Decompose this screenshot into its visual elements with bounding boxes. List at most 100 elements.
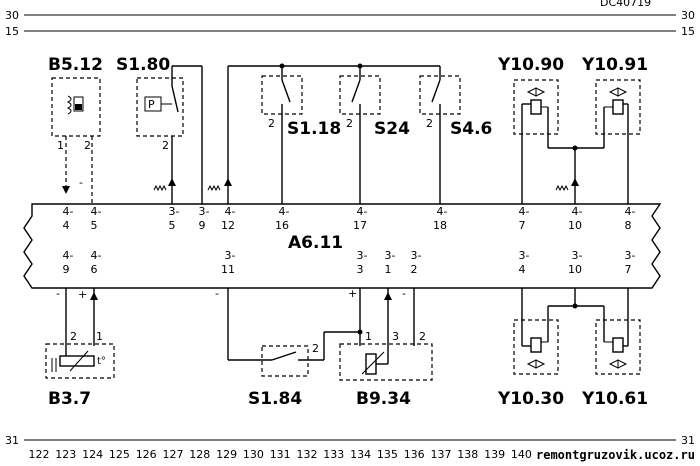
b3-7-label: B3.7 [48,389,91,409]
scale-number: 128 [189,448,210,461]
bottom-connector-pin: 9 [63,263,70,276]
y10-91-label: Y10.91 [581,55,648,75]
scale-number: 138 [457,448,478,461]
s1-18-label: S1.18 [287,119,341,139]
svg-text:31: 31 [681,434,695,447]
scale-number: 140 [511,448,532,461]
scale-number: 130 [243,448,264,461]
svg-text:-: - [79,176,83,189]
top-connector-pin: 17 [353,219,367,232]
svg-text:30: 30 [5,9,19,22]
scale-number: 134 [350,448,371,461]
svg-text:2: 2 [426,117,433,130]
top-connector-pin: 8 [625,219,632,232]
bottom-connector-pin: 2 [411,263,418,276]
component-s1-18: 2 S1.18 [261,66,341,204]
top-connector-pin: 5 [169,219,176,232]
component-s4-6: 2 S4.6 [419,66,492,204]
component-y10-91: Y10.91 [581,55,648,204]
top-connector-block: 4- [91,205,102,218]
s24-label: S24 [374,119,410,139]
scale-number: 123 [55,448,76,461]
component-s24: 2 S24 [339,66,410,204]
y10-61-label: Y10.61 [581,389,648,409]
s1-80-label: S1.80 [116,55,170,75]
bottom-connector-block: 3- [572,249,583,262]
top-connector-pin: 12 [221,219,235,232]
svg-text:P: P [148,98,155,111]
scale-number: 132 [297,448,318,461]
bottom-connector-pin: 11 [221,263,235,276]
scale-number: 135 [377,448,398,461]
y10-30-label: Y10.30 [497,389,564,409]
bottom-connector-block: 4- [63,249,74,262]
top-connector-block: 4- [572,205,583,218]
bottom-connector-pin: 3 [357,263,364,276]
component-y10-30: Y10.30 [497,288,564,409]
bottom-connector-block: 3- [411,249,422,262]
bottom-connector-block: 3- [519,249,530,262]
module-bottom-connectors: 4-94-63-113-33-13-23-43-103-7 [63,249,636,276]
s4-6-label: S4.6 [450,119,492,139]
component-s1-84: - 2 S1.84 [215,287,363,409]
y10-bottom-common [548,288,604,309]
svg-text:1: 1 [96,330,103,343]
svg-text:t°: t° [97,356,106,367]
svg-text:3: 3 [392,330,399,343]
top-connector-block: 4- [279,205,290,218]
diagram-code: DC40719 [600,0,651,9]
top-connector-block: 3- [199,205,210,218]
top-connector-block: 4- [225,205,236,218]
svg-text:-: - [402,287,406,300]
module-top-connectors: 4-44-53-53-94-124-164-174-184-74-104-8 [63,205,636,232]
scale-number: 131 [270,448,291,461]
bottom-connector-pin: 7 [625,263,632,276]
bottom-connector-block: 3- [225,249,236,262]
svg-text:2: 2 [70,330,77,343]
svg-text:1: 1 [365,330,372,343]
component-b9-34: + - 1 3 2 B9.34 [339,287,433,409]
top-connector-block: 4- [437,205,448,218]
y10-top-common [548,145,604,204]
svg-text:2: 2 [268,117,275,130]
top-connector-block: 4- [519,205,530,218]
top-connector-block: 4- [625,205,636,218]
bottom-connector-pin: 4 [519,263,526,276]
bottom-connector-block: 3- [625,249,636,262]
b9-34-label: B9.34 [356,389,411,409]
rail-31: 31 31 [5,434,695,447]
bottom-connector-block: 3- [357,249,368,262]
top-connector-block: 4- [63,205,74,218]
component-b3-7: - + 2 1 t° B3.7 [45,287,115,409]
top-connector-pin: 4 [63,219,70,232]
s1-84-label: S1.84 [248,389,302,409]
top-connector-pin: 9 [199,219,206,232]
top-connector-pin: 16 [275,219,289,232]
scale-number: 122 [29,448,50,461]
component-b5-12: B5.12 1 2 - [48,55,103,204]
svg-text:1: 1 [57,139,64,152]
svg-text:2: 2 [419,330,426,343]
top-connector-pin: 5 [91,219,98,232]
svg-text:2: 2 [346,117,353,130]
scale-number: 127 [163,448,184,461]
top-connector-pin: 7 [519,219,526,232]
svg-text:31: 31 [5,434,19,447]
scale-number: 136 [404,448,425,461]
svg-text:15: 15 [681,25,695,38]
bottom-connector-pin: 1 [385,263,392,276]
scale-number: 129 [216,448,237,461]
top-connector-block: 4- [357,205,368,218]
top-connector-pin: 10 [568,219,582,232]
svg-text:15: 15 [5,25,19,38]
scale-number: 137 [431,448,452,461]
svg-text:30: 30 [681,9,695,22]
rail-15: 15 15 [5,25,695,38]
bottom-connector-block: 3- [385,249,396,262]
svg-text:+: + [78,288,87,301]
y10-90-label: Y10.90 [497,55,564,75]
svg-text:-: - [215,287,219,300]
component-s1-80: S1.80 P 2 [116,55,221,204]
scale-number: 125 [109,448,130,461]
